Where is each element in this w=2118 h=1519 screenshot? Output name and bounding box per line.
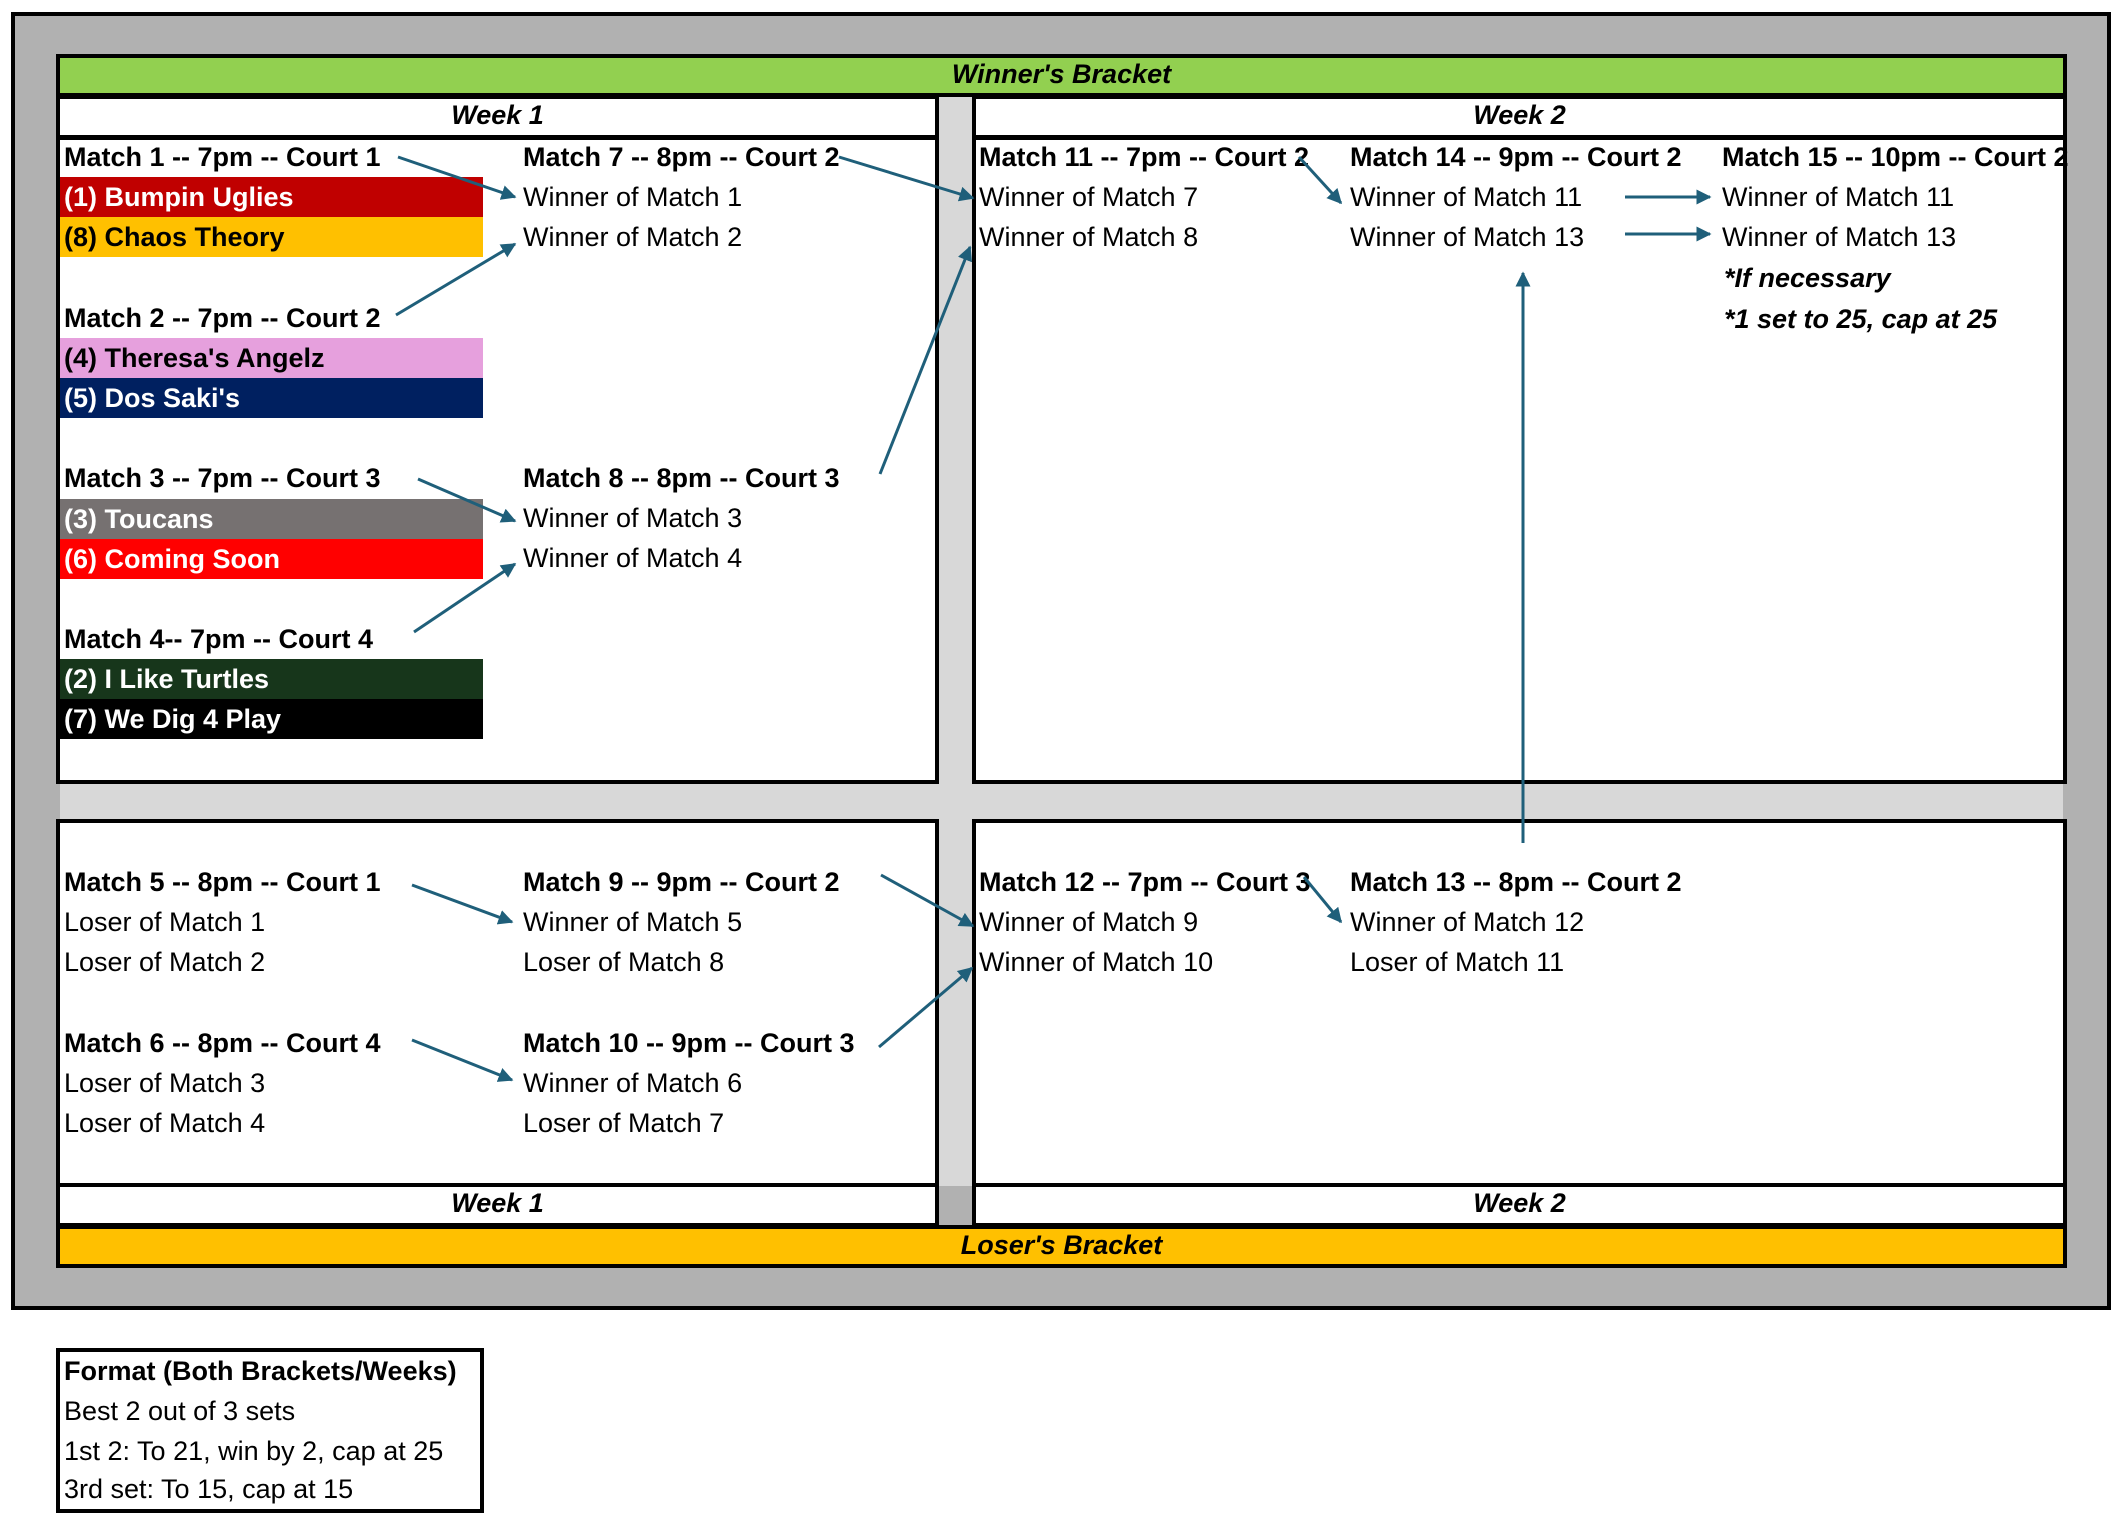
- match15-note-if-necessary: *If necessary: [1724, 263, 1891, 293]
- match14-header: Match 14 -- 9pm -- Court 2: [1350, 142, 1682, 172]
- match5-slot1: Loser of Match 1: [64, 907, 266, 937]
- match13-slot2: Loser of Match 11: [1350, 947, 1565, 977]
- match7-slot2: Winner of Match 2: [523, 222, 743, 252]
- team-theresas-angelz: (4) Theresa's Angelz: [60, 338, 483, 378]
- team-i-like-turtles: (2) I Like Turtles: [60, 659, 483, 699]
- team-chaos-theory: (8) Chaos Theory: [60, 217, 483, 257]
- arrow-m12-to-m13: [1302, 876, 1343, 924]
- format-title: Format (Both Brackets/Weeks): [64, 1356, 457, 1386]
- arrow-m3-to-m8: [417, 477, 517, 523]
- match10-slot2: Loser of Match 7: [523, 1108, 725, 1138]
- match11-slot2: Winner of Match 8: [979, 222, 1199, 252]
- arrow-m1-to-m7: [397, 155, 517, 200]
- match13-header: Match 13 -- 8pm -- Court 2: [1350, 867, 1682, 897]
- match6-slot1: Loser of Match 3: [64, 1068, 266, 1098]
- format-line1: Best 2 out of 3 sets: [64, 1396, 296, 1426]
- format-box: Format (Both Brackets/Weeks) Best 2 out …: [56, 1348, 484, 1513]
- week2-header-bottom: Week 2: [972, 1183, 2067, 1227]
- horizontal-gutter: [60, 782, 2063, 821]
- match5-header: Match 5 -- 8pm -- Court 1: [64, 867, 381, 897]
- week1-header-top: Week 1: [56, 95, 939, 139]
- team-toucans: (3) Toucans: [60, 499, 483, 539]
- match2-header: Match 2 -- 7pm -- Court 2: [64, 303, 381, 333]
- match15-note-one-set: *1 set to 25, cap at 25: [1724, 304, 1998, 334]
- match15-header: Match 15 -- 10pm -- Court 2: [1722, 142, 2069, 172]
- match9-slot2: Loser of Match 8: [523, 947, 725, 977]
- match7-header: Match 7 -- 8pm -- Court 2: [523, 142, 840, 172]
- match15-slot1: Winner of Match 11: [1722, 182, 1955, 212]
- arrow-m6-to-m10: [411, 1038, 514, 1082]
- match8-header: Match 8 -- 8pm -- Court 3: [523, 463, 840, 493]
- arrow-m11-to-m14: [1297, 155, 1343, 205]
- match11-header: Match 11 -- 7pm -- Court 2: [979, 142, 1310, 172]
- match4-header: Match 4-- 7pm -- Court 4: [64, 624, 374, 654]
- losers-week2-panel: [972, 819, 2067, 1187]
- match11-slot1: Winner of Match 7: [979, 182, 1199, 212]
- team-dos-sakis: (5) Dos Saki's: [60, 378, 483, 418]
- match7-slot1: Winner of Match 1: [523, 182, 743, 212]
- match12-header: Match 12 -- 7pm -- Court 3: [979, 867, 1311, 897]
- arrow-m10-to-m12: [878, 966, 974, 1049]
- match9-slot1: Winner of Match 5: [523, 907, 743, 937]
- match14-slot2: Winner of Match 13: [1350, 222, 1585, 252]
- team-we-dig-4-play: (7) We Dig 4 Play: [60, 699, 483, 739]
- team-bumpin-uglies: (1) Bumpin Uglies: [60, 177, 483, 217]
- winners-bracket-title: Winner's Bracket: [56, 54, 2067, 97]
- match14-slot1: Winner of Match 11: [1350, 182, 1583, 212]
- match3-header: Match 3 -- 7pm -- Court 3: [64, 463, 381, 493]
- arrow-m7-to-m11: [838, 155, 975, 202]
- format-line3: 3rd set: To 15, cap at 15: [64, 1474, 354, 1504]
- match9-header: Match 9 -- 9pm -- Court 2: [523, 867, 840, 897]
- team-coming-soon: (6) Coming Soon: [60, 539, 483, 579]
- match15-slot2: Winner of Match 13: [1722, 222, 1957, 252]
- match12-slot2: Winner of Match 10: [979, 947, 1214, 977]
- match6-slot2: Loser of Match 4: [64, 1108, 266, 1138]
- arrow-m5-to-m9: [411, 883, 514, 925]
- arrow-m2-to-m7: [395, 242, 517, 317]
- match10-slot1: Winner of Match 6: [523, 1068, 743, 1098]
- vertical-gutter: [939, 97, 972, 1186]
- match8-slot2: Winner of Match 4: [523, 543, 743, 573]
- match5-slot2: Loser of Match 2: [64, 947, 266, 977]
- arrow-m9-to-m12: [880, 873, 975, 928]
- winners-week2-panel: [972, 136, 2067, 784]
- match8-slot1: Winner of Match 3: [523, 503, 743, 533]
- match13-slot1: Winner of Match 12: [1350, 907, 1585, 937]
- match12-slot1: Winner of Match 9: [979, 907, 1199, 937]
- arrow-m8-to-m11: [878, 245, 972, 475]
- losers-bracket-title: Loser's Bracket: [56, 1225, 2067, 1268]
- match10-header: Match 10 -- 9pm -- Court 3: [523, 1028, 855, 1058]
- match1-header: Match 1 -- 7pm -- Court 1: [64, 142, 381, 172]
- arrow-m4-to-m8: [413, 562, 517, 634]
- format-line2: 1st 2: To 21, win by 2, cap at 25: [64, 1436, 444, 1466]
- match6-header: Match 6 -- 8pm -- Court 4: [64, 1028, 381, 1058]
